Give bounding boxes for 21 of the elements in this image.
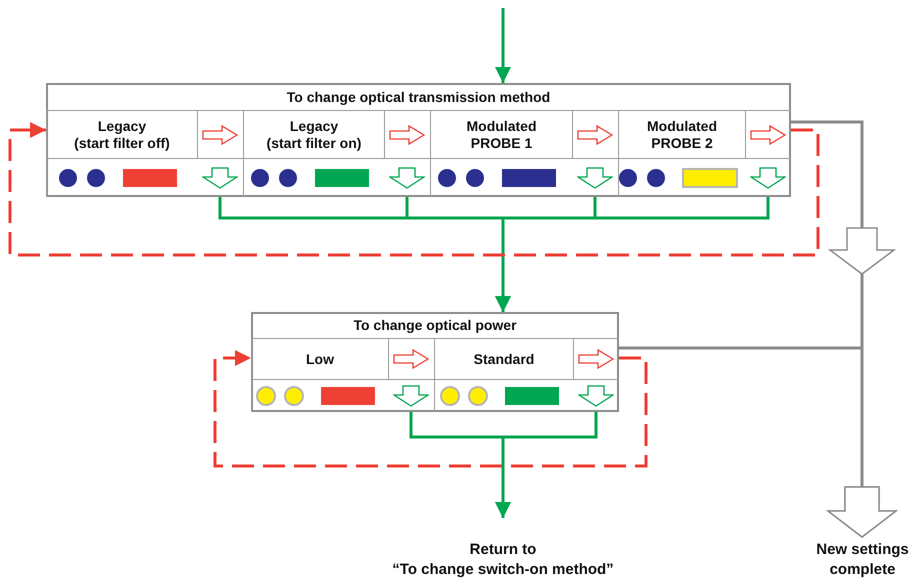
option-cell	[618, 110, 791, 197]
panel-title: To change optical transmission method	[286, 88, 552, 107]
option-cell	[46, 110, 243, 197]
option-cell	[434, 338, 619, 412]
option-label: Modulated PROBE 2	[646, 118, 718, 152]
option-label: Standard	[474, 350, 534, 368]
option-label: Low	[306, 350, 334, 368]
panel-title: To change optical power	[352, 316, 518, 335]
option-label: Legacy	[290, 118, 338, 134]
option-cell	[251, 338, 434, 412]
panel-table	[251, 312, 619, 412]
option-cell	[243, 110, 430, 197]
option-label: Modulated PROBE 1	[466, 118, 538, 152]
option-label: Legacy	[98, 118, 146, 134]
option-label: (start filter on)	[266, 134, 362, 152]
panel-table	[46, 83, 791, 197]
outcome-text: Return to	[468, 540, 538, 560]
option-label: (start filter off)	[74, 134, 170, 152]
option-cell	[430, 110, 618, 197]
outcome-text: New settings complete	[815, 540, 910, 579]
outcome-text: “To change switch-on method”	[391, 560, 615, 579]
